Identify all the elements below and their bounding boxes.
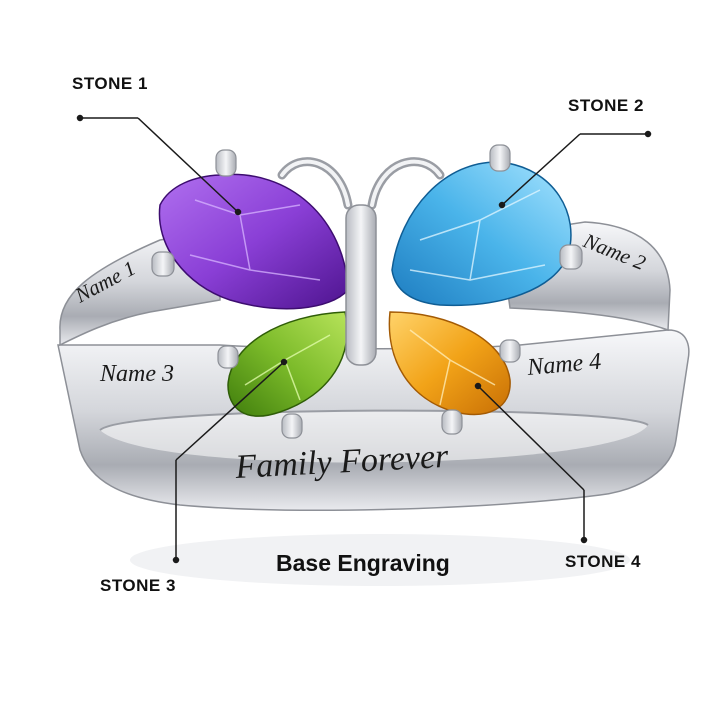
callout-stone-1: STONE 1	[72, 74, 148, 93]
engraving-name-3: Name 3	[99, 361, 174, 387]
base-engraving-caption: Base Engraving	[276, 550, 450, 576]
callout-stone-2: STONE 2	[568, 96, 644, 115]
callout-stone-3: STONE 3	[100, 576, 176, 595]
callout-stone-4: STONE 4	[565, 552, 641, 571]
